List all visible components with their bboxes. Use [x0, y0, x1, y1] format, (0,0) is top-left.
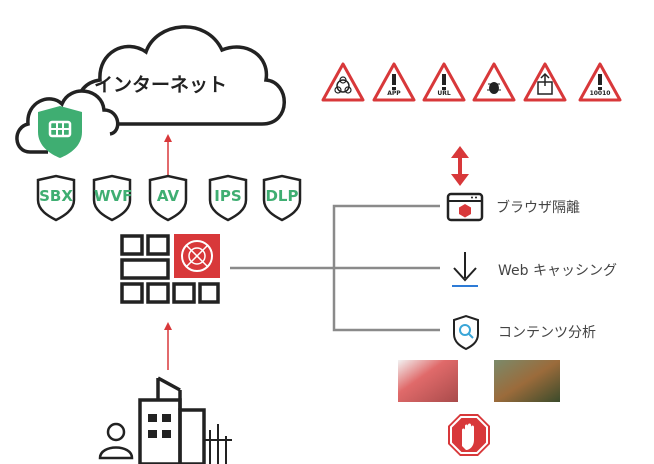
badge-label: IPS: [214, 187, 242, 205]
service-shields: [36, 174, 302, 222]
app-warning-icon: [372, 62, 416, 102]
bug-warning-icon: [472, 62, 516, 102]
biohazard-warning-icon: [321, 62, 365, 102]
office-building-icon: [138, 376, 206, 464]
badge-sbx: SBX: [38, 186, 74, 205]
arrow-to-cloud: [164, 134, 172, 176]
url-label: URL: [437, 90, 451, 97]
shield-search-icon: [453, 314, 479, 351]
badge-label: SBX: [39, 187, 73, 205]
user-icon: [98, 422, 134, 460]
binary-label: 10010: [589, 90, 611, 97]
blocked-content-photo-left: [398, 360, 458, 402]
threat-icons: [321, 62, 622, 102]
badge-label: DLP: [265, 187, 299, 205]
app-label: APP: [387, 90, 401, 97]
blocked-content-photo-right: [494, 360, 560, 402]
building-annex: [204, 424, 232, 464]
badge-wvf: WVF: [94, 186, 133, 205]
fortigate-shield-icon: [38, 106, 82, 158]
up-down-arrow-icon: [451, 146, 469, 186]
feature-browser-isolation-label: ブラウザ隔離: [496, 200, 580, 216]
firewall-icon: [120, 234, 220, 304]
badge-ips: IPS: [210, 186, 246, 205]
internet-cloud: [76, 25, 286, 126]
stop-hand-icon: [448, 414, 490, 456]
binary-warning-icon: [578, 62, 622, 102]
package-warning-icon: [523, 62, 567, 102]
building-windows: [148, 414, 171, 438]
badge-av: AV: [150, 186, 186, 205]
badge-label: AV: [156, 187, 180, 205]
feature-web-caching-label: Web キャッシング: [498, 263, 617, 279]
fortinet-security-fabric-icon: [174, 234, 220, 278]
arrow-to-firewall: [164, 322, 172, 370]
connection-lines: [230, 204, 440, 332]
internet-label: インターネット: [94, 74, 228, 96]
url-warning-icon: [422, 62, 466, 102]
browser-isolation-icon: [446, 192, 484, 222]
badge-dlp: DLP: [264, 186, 300, 205]
badge-label: WVF: [94, 187, 133, 205]
download-cache-icon: [452, 252, 478, 287]
feature-content-analysis-label: コンテンツ分析: [498, 325, 596, 341]
